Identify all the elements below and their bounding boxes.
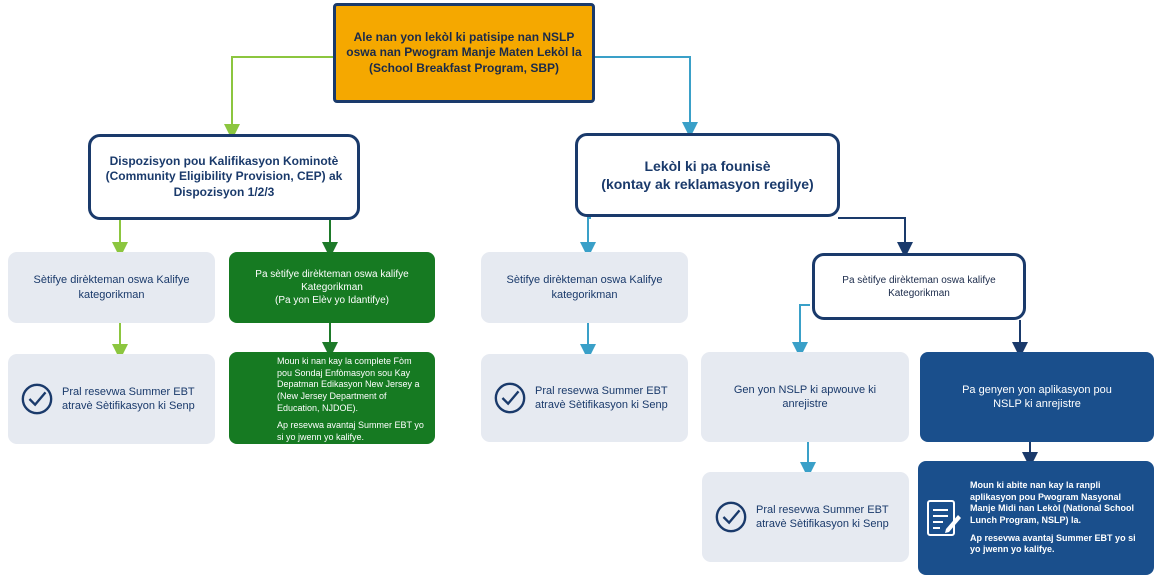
left-form-result-box: Moun ki nan kay la complete Fòm pou Sond… — [229, 352, 435, 444]
right-auto-result-text: Pral resevwa Summer EBT atravè Sètifikas… — [535, 384, 668, 411]
left-certified-box: Sètifye dirèkteman oswa Kalifye kategori… — [8, 252, 215, 323]
left-form-result-line2: Ap resevwa avantaj Summer EBT yo si yo j… — [277, 420, 424, 443]
no-app-result-box: Moun ki abite nan kay la ranpli aplikasy… — [918, 461, 1154, 575]
non-provision-line2: (kontay ak reklamasyon regilye) — [601, 176, 814, 192]
has-application-text: Gen yon NSLP ki apwouve ki anrejistre — [733, 383, 877, 410]
right-not-certified-text: Pa sètifye dirèkteman oswa kalifye Kateg… — [842, 274, 996, 299]
right-auto-result-box: Pral resevwa Summer EBT atravè Sètifikas… — [481, 354, 688, 442]
has-application-box: Gen yon NSLP ki apwouve ki anrejistre — [701, 352, 909, 442]
left-not-certified-line2: (Pa yon Elèv yo Idantifye) — [275, 295, 389, 306]
right-certified-text: Sètifye dirèkteman oswa Kalifye kategori… — [506, 274, 663, 301]
left-auto-result-text: Pral resevwa Summer EBT atravè Sètifikas… — [62, 385, 195, 412]
right-certified-box: Sètifye dirèkteman oswa Kalifye kategori… — [481, 252, 688, 323]
has-app-result-text: Pral resevwa Summer EBT atravè Sètifikas… — [756, 503, 889, 530]
form-edit-icon — [927, 500, 961, 536]
non-provision-line1: Lekòl ki pa founisè — [644, 157, 771, 174]
check-circle-icon — [494, 382, 526, 414]
no-application-text: Pa genyen yon aplikasyon pou NSLP ki anr… — [962, 383, 1112, 410]
has-app-result-box: Pral resevwa Summer EBT atravè Sètifikas… — [702, 472, 909, 562]
left-auto-result-box: Pral resevwa Summer EBT atravè Sètifikas… — [8, 354, 215, 444]
no-app-result-line2: Ap resevwa avantaj Summer EBT yo si yo j… — [970, 532, 1136, 555]
no-application-box: Pa genyen yon aplikasyon pou NSLP ki anr… — [920, 352, 1154, 442]
left-not-certified-line1: Pa sètifye dirèkteman oswa kalifye Kateg… — [255, 269, 409, 293]
root-question-box: Ale nan yon lekòl ki patisipe nan NSLP o… — [333, 3, 595, 103]
check-circle-icon — [715, 501, 747, 533]
left-form-result-line1: Moun ki nan kay la complete Fòm pou Sond… — [277, 356, 420, 413]
root-question-text: Ale nan yon lekòl ki patisipe nan NSLP o… — [346, 29, 582, 75]
left-certified-text: Sètifye dirèkteman oswa Kalifye kategori… — [33, 274, 190, 301]
cep-provision-box: Dispozisyon pou Kalifikasyon Kominotè (C… — [88, 134, 360, 220]
no-app-result-line1: Moun ki abite nan kay la ranpli aplikasy… — [970, 479, 1135, 525]
cep-provision-text: Dispozisyon pou Kalifikasyon Kominotè (C… — [105, 153, 343, 199]
left-not-certified-box: Pa sètifye dirèkteman oswa kalifye Kateg… — [229, 252, 435, 323]
no-app-result-text-group: Moun ki abite nan kay la ranpli aplikasy… — [970, 480, 1146, 556]
check-circle-icon — [21, 383, 53, 415]
right-not-certified-box: Pa sètifye dirèkteman oswa kalifye Kateg… — [812, 253, 1026, 320]
non-provision-school-box: Lekòl ki pa founisè (kontay ak reklamasy… — [575, 133, 840, 217]
